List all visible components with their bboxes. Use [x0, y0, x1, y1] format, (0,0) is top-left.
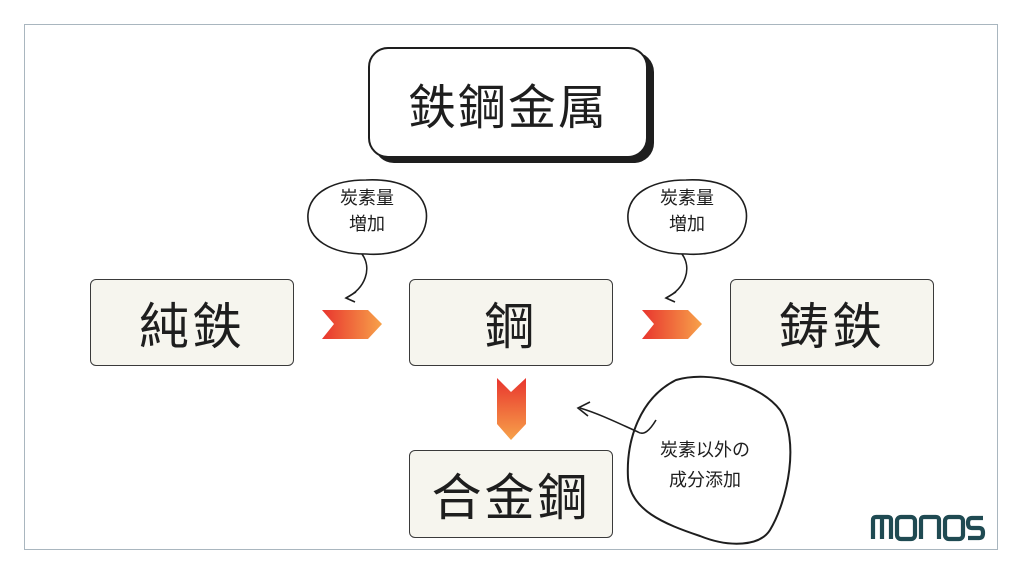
bubble-line-2: 増加 — [349, 214, 385, 235]
bubble-line-2: 増加 — [669, 214, 705, 235]
node-cast-iron: 鋳鉄 — [730, 279, 934, 366]
node-pure-iron: 純鉄 — [90, 279, 294, 366]
bubble-carbon-increase-1: 炭素量 増加 — [312, 186, 422, 238]
diagram-title: 鉄鋼金属 — [368, 47, 648, 158]
node-alloy-steel: 合金鋼 — [409, 450, 613, 538]
bubble-line-1: 炭素以外の — [660, 440, 750, 461]
bubble-line-1: 炭素量 — [340, 188, 394, 209]
node-steel: 鋼 — [409, 279, 613, 366]
bubble-line-1: 炭素量 — [660, 188, 714, 209]
bubble-carbon-increase-2: 炭素量 増加 — [632, 186, 742, 238]
bubble-other-components: 炭素以外の 成分添加 — [640, 436, 770, 496]
bubble-line-2: 成分添加 — [669, 470, 741, 491]
monos-logo — [870, 514, 986, 542]
